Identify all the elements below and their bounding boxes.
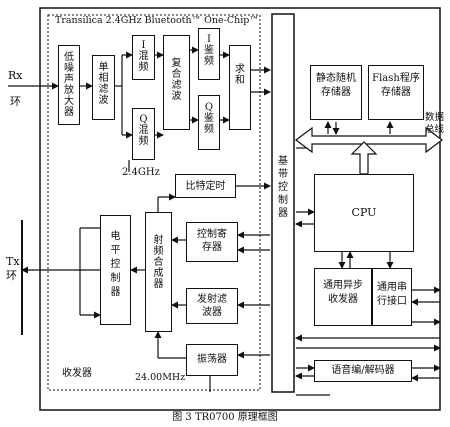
codec-block: 语音编/解码器	[314, 360, 412, 382]
q-demod-label: Q鉴频	[204, 102, 214, 135]
cpu-label: CPU	[351, 206, 377, 219]
i-mixer-label: I混频	[138, 40, 149, 73]
bit-timing-label: 比特定时	[185, 181, 226, 192]
freq-24ghz-label: 2.4GHz	[122, 167, 160, 178]
i-demod-label: I鉴频	[204, 34, 214, 67]
i-mixer-block: I混频	[132, 35, 155, 80]
q-mixer-label: Q混频	[138, 114, 149, 147]
uart-block: 通用异步收发器	[314, 268, 372, 326]
bit-timing-block: 比特定时	[175, 174, 236, 198]
ctrl-register-label: 控制寄存器	[197, 229, 227, 253]
oscillator-label: 振荡器	[197, 354, 227, 365]
rx-label: Rx	[8, 69, 23, 82]
level-ctrl-block: 电平控制器	[100, 215, 131, 325]
sram-label: 静态随机存储器	[316, 73, 356, 98]
tx-filter-label: 发射滤波器	[197, 294, 227, 318]
sram-block: 静态随机存储器	[310, 65, 362, 120]
single-filter-label: 单相滤波	[98, 62, 109, 106]
lna-block: 低噪声放大器	[58, 45, 80, 125]
synthesizer-label: 射频合成器	[153, 235, 164, 290]
data-bus-label: 数据 总线	[425, 112, 445, 135]
freq-24mhz-label: 24.00MHz	[135, 372, 186, 383]
i-demod-block: I鉴频	[198, 28, 220, 80]
baseband-bar	[271, 13, 295, 393]
oscillator-block: 振荡器	[186, 344, 238, 376]
flash-label: Flash程序存储器	[372, 73, 420, 98]
transceiver-label: 收发器	[62, 368, 92, 379]
level-ctrl-label: 电平控制器	[110, 231, 121, 298]
codec-label: 语音编/解码器	[331, 365, 395, 376]
rf-region	[47, 14, 261, 391]
tx-ring-label: 环	[6, 269, 17, 282]
ctrl-register-block: 控制寄存器	[186, 222, 238, 262]
adder-label: 求和	[235, 64, 245, 86]
synthesizer-block: 射频合成器	[145, 212, 172, 332]
serial-port-block: 通用串行接口	[372, 268, 412, 326]
q-demod-block: Q鉴频	[198, 95, 220, 150]
single-filter-block: 单相滤波	[92, 55, 115, 120]
data-bus-arrow	[295, 126, 443, 154]
serial-port-label: 通用串行接口	[377, 282, 407, 307]
figure-caption: 图 3 TR0700 原理框图	[172, 412, 278, 423]
rx-ring-label: 环	[10, 95, 21, 108]
flash-block: Flash程序存储器	[368, 65, 424, 120]
uart-label: 通用异步收发器	[323, 280, 363, 305]
cpu-block: CPU	[314, 174, 414, 252]
tx-filter-block: 发射滤波器	[186, 288, 238, 324]
lna-label: 低噪声放大器	[64, 52, 74, 118]
complex-filter-block: 复合滤波	[163, 35, 190, 130]
complex-filter-label: 复合滤波	[171, 58, 182, 102]
baseband-ctrl-label: 基带控制器	[278, 156, 288, 219]
adder-block: 求和	[229, 45, 251, 130]
q-mixer-block: Q混频	[132, 108, 155, 160]
figure-header: Transilica 2.4GHz Bluetooth™ One-Chip™	[55, 15, 259, 26]
tx-label: Tx	[6, 255, 20, 268]
chip-frame	[39, 7, 441, 411]
